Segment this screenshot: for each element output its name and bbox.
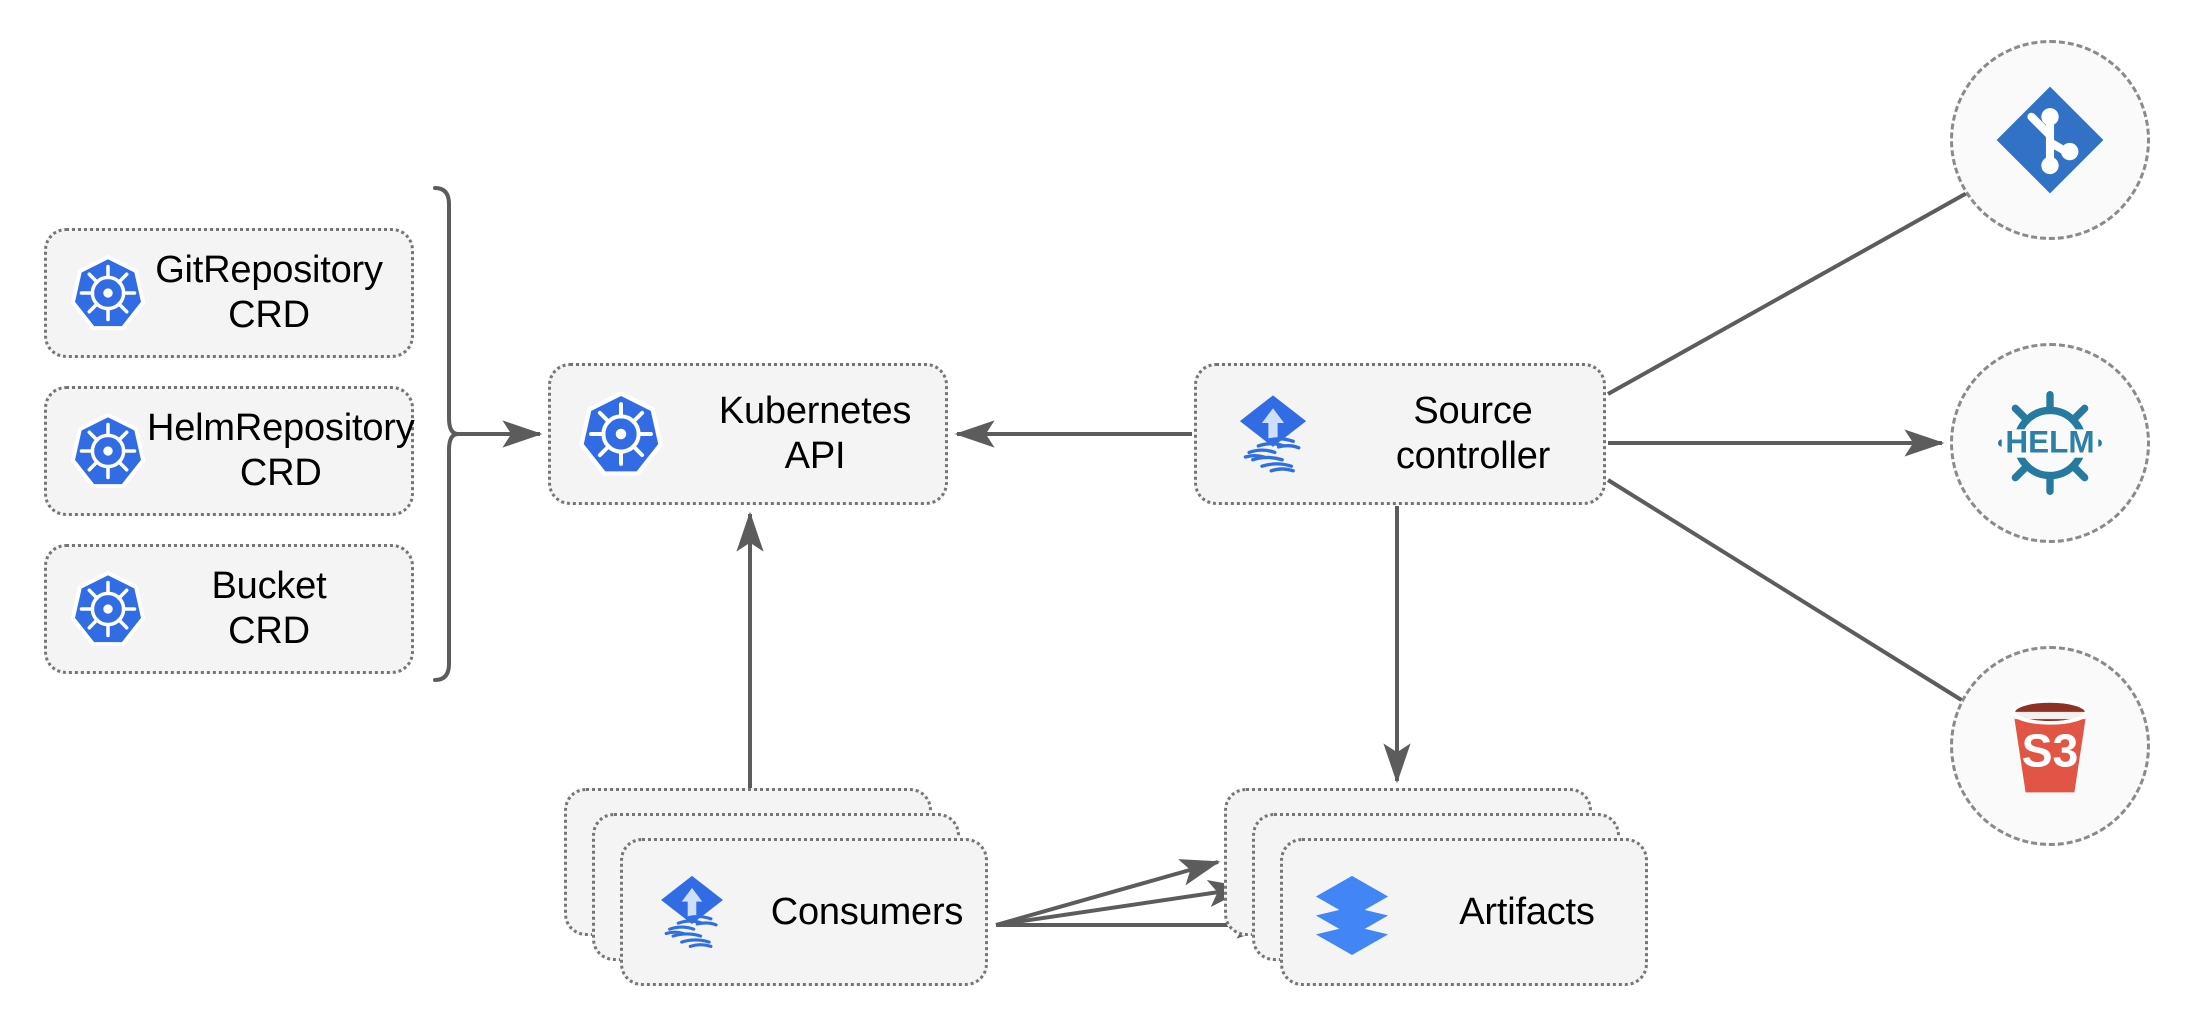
kubernetes-icon <box>69 254 147 332</box>
source-controller-node[interactable]: Source controller <box>1194 363 1606 505</box>
git-icon <box>1992 82 2108 198</box>
crd-card-bucket[interactable]: Bucket CRD <box>44 544 414 674</box>
s3-icon: S3 <box>1989 685 2111 807</box>
artifacts-label: Artifacts <box>1459 890 1595 933</box>
flux-icon <box>649 869 735 955</box>
kubernetes-icon <box>69 570 147 648</box>
edge-consumers-to-artifacts-mid <box>995 880 1249 927</box>
s3-wordmark: S3 <box>2022 725 2079 777</box>
edge-consumers-to-artifacts-top <box>995 859 1221 927</box>
crd-card-gitrepository[interactable]: GitRepository CRD <box>44 228 414 358</box>
consumers-label: Consumers <box>770 890 964 933</box>
layers-icon <box>1309 869 1395 955</box>
crd-card-helmrepository[interactable]: HelmRepository CRD <box>44 386 415 516</box>
crd-label: Bucket CRD <box>211 565 327 652</box>
consumers-node[interactable]: Consumers <box>564 788 994 988</box>
git-source-node[interactable] <box>1950 40 2150 240</box>
helm-icon: HELM <box>1987 380 2113 506</box>
edge-source-controller-to-s3 <box>1606 478 2003 726</box>
flux-icon <box>1227 388 1319 480</box>
helm-wordmark: HELM <box>2005 423 2094 459</box>
helm-source-node[interactable]: HELM <box>1950 343 2150 543</box>
kubernetes-icon <box>69 412 147 490</box>
source-controller-label: Source controller <box>1395 390 1551 477</box>
artifacts-card-front[interactable]: Artifacts <box>1280 838 1648 986</box>
kubernetes-icon <box>577 390 665 478</box>
crd-label: HelmRepository CRD <box>147 407 415 494</box>
crd-group-bracket <box>433 186 460 682</box>
s3-source-node[interactable]: S3 <box>1950 646 2150 846</box>
consumers-card-front[interactable]: Consumers <box>620 838 988 986</box>
kubernetes-api-node[interactable]: Kubernetes API <box>548 363 948 505</box>
kubernetes-api-label: Kubernetes API <box>718 390 912 477</box>
crd-label: GitRepository CRD <box>155 249 383 336</box>
artifacts-node[interactable]: Artifacts <box>1224 788 1654 988</box>
